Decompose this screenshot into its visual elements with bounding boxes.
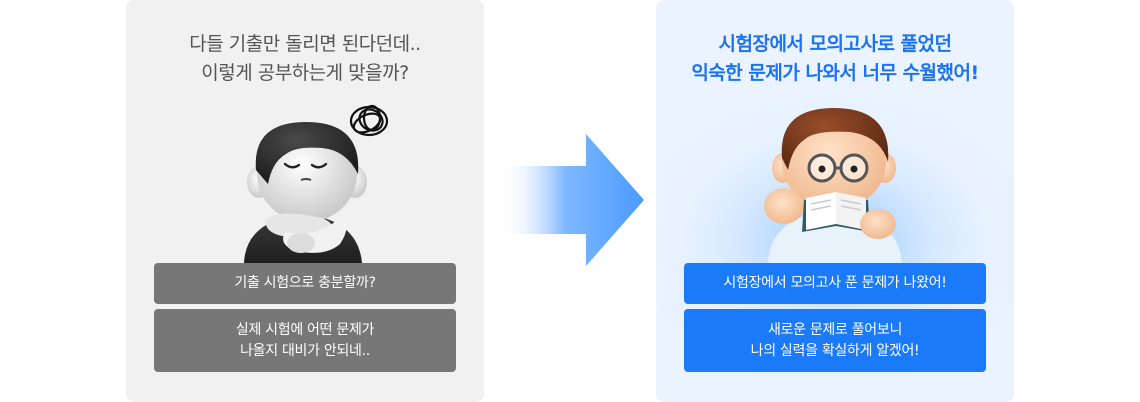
- scribble-icon: [349, 104, 389, 137]
- before-heading-line-1: 다들 기출만 돌리면 된다던데..: [189, 33, 421, 55]
- before-bubble-2: 실제 시험에 어떤 문제가 나올지 대비가 안되네..: [154, 309, 456, 372]
- after-bubble-1-text: 시험장에서 모의고사 푼 문제가 나왔어!: [723, 275, 947, 291]
- after-heading: 시험장에서 모의고사로 풀었던 익숙한 문제가 나와서 너무 수월했어!: [656, 30, 1014, 88]
- arrow-right-icon: [500, 134, 644, 266]
- after-bubble-2-line-2: 나의 실력을 확실하게 알겠어!: [750, 342, 920, 359]
- before-bubble-1-text: 기출 시험으로 충분할까?: [234, 275, 376, 291]
- after-bubble-1: 시험장에서 모의고사 푼 문제가 나왔어!: [684, 263, 986, 304]
- after-heading-line-1: 시험장에서 모의고사로 풀었던: [718, 33, 952, 55]
- after-heading-line-2: 익숙한 문제가 나와서 너무 수월했어!: [691, 62, 979, 84]
- before-heading-line-2: 이렇게 공부하는게 맞을까?: [201, 62, 409, 84]
- reading-student-glasses-icon: [764, 108, 902, 263]
- before-bubble-2-line-1: 실제 시험에 어떤 문제가: [235, 321, 375, 338]
- worried-student-icon: [244, 104, 389, 263]
- before-bubble-2-line-2: 나올지 대비가 안되네..: [240, 342, 370, 359]
- after-panel: 시험장에서 모의고사로 풀었던 익숙한 문제가 나와서 너무 수월했어!: [656, 0, 1014, 402]
- before-panel: 다들 기출만 돌리면 된다던데.. 이렇게 공부하는게 맞을까?: [126, 0, 484, 402]
- before-heading: 다들 기출만 돌리면 된다던데.. 이렇게 공부하는게 맞을까?: [126, 30, 484, 88]
- after-bubble-2: 새로운 문제로 풀어보니 나의 실력을 확실하게 알겠어!: [684, 309, 986, 372]
- before-bubble-1: 기출 시험으로 충분할까?: [154, 263, 456, 304]
- after-bubble-2-line-1: 새로운 문제로 풀어보니: [767, 321, 903, 338]
